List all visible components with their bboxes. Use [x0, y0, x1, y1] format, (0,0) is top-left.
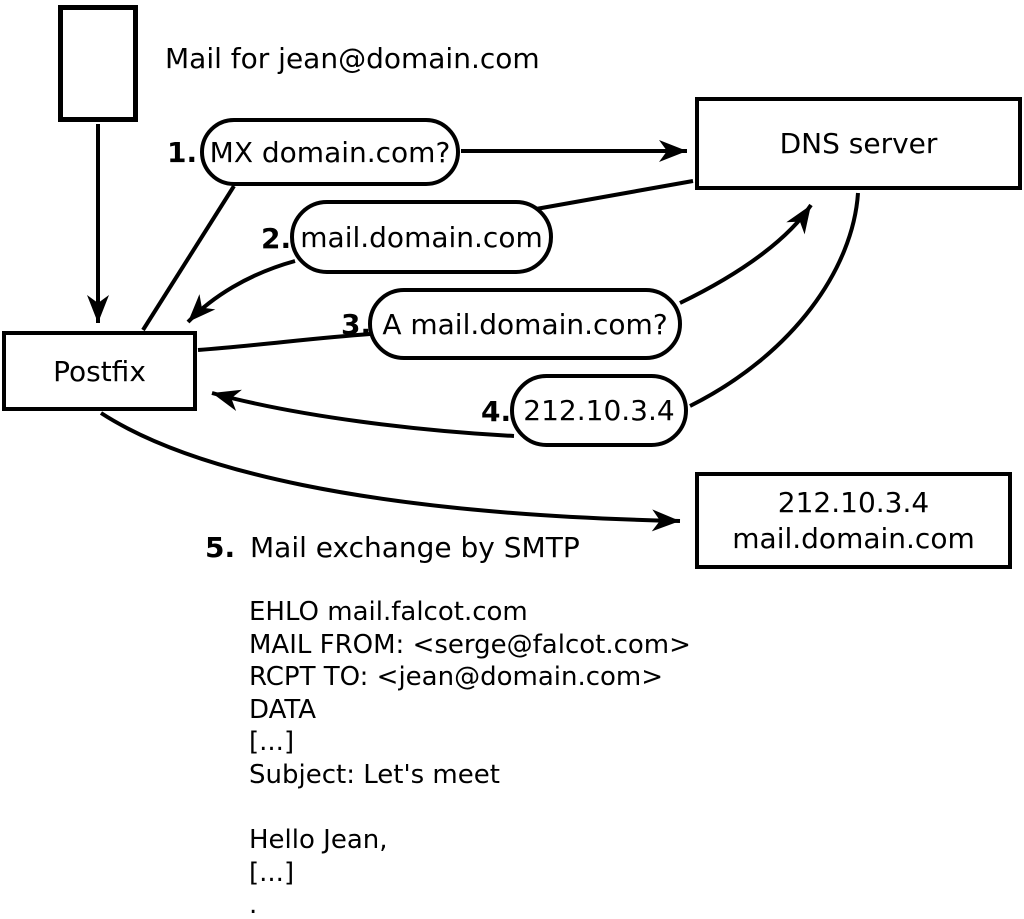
smtp-session-text: EHLO mail.falcot.com MAIL FROM: <serge@f…	[249, 597, 691, 919]
step1-query-label: MX domain.com?	[209, 135, 451, 169]
dns-server-box: DNS server	[695, 97, 1022, 190]
step3-query-label: A mail.domain.com?	[382, 307, 668, 341]
step4-response-pill: 212.10.3.4	[510, 374, 688, 447]
step2-number: 2.	[261, 222, 292, 255]
dns-server-label: DNS server	[779, 127, 938, 160]
step5-label: Mail exchange by SMTP	[250, 531, 580, 564]
target-server-box: 212.10.3.4 mail.domain.com	[695, 472, 1012, 569]
postfix-label: Postfix	[53, 354, 146, 388]
step1-query-pill: MX domain.com?	[200, 118, 460, 186]
postfix-box: Postfix	[2, 331, 197, 411]
arrow-step2-to-postfix	[186, 259, 296, 324]
step2-response-pill: mail.domain.com	[290, 200, 553, 274]
step4-number: 4.	[481, 395, 512, 428]
arrow-step4-to-postfix	[211, 389, 515, 438]
step1-number: 1.	[167, 136, 198, 169]
arrow-step3-to-dns	[679, 203, 813, 305]
step2-response-label: mail.domain.com	[300, 220, 543, 254]
target-server-hostname: mail.domain.com	[732, 521, 975, 555]
step3-number: 3.	[341, 308, 372, 341]
step5-number: 5.	[205, 531, 236, 564]
target-server-ip: 212.10.3.4	[777, 485, 930, 519]
line-postfix-to-step1	[141, 184, 236, 332]
line-postfix-to-step3	[197, 332, 371, 352]
mail-message-icon	[58, 5, 138, 122]
mail-note-label: Mail for jean@domain.com	[165, 42, 540, 75]
arrow-postfix-to-target	[99, 411, 681, 532]
line-dns-to-step4	[689, 192, 860, 408]
line-dns-to-step2	[535, 179, 694, 211]
step3-query-pill: A mail.domain.com?	[368, 288, 682, 360]
step4-response-label: 212.10.3.4	[523, 394, 675, 427]
